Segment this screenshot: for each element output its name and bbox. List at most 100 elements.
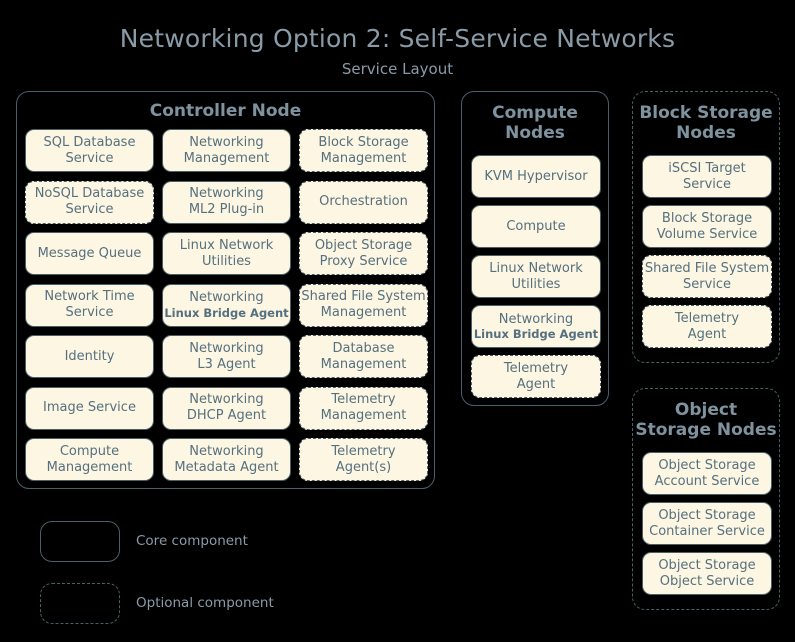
service-box[interactable]: Compute <box>471 205 601 248</box>
service-box-line2: Service <box>682 176 732 192</box>
legend-core-label: Core component <box>136 533 248 549</box>
service-box-line2: DHCP Agent <box>186 408 267 423</box>
service-box-line2: Utilities <box>511 276 561 292</box>
object-storage-nodes-title-line1: Object <box>674 400 738 420</box>
service-box-line2: Management <box>320 150 407 166</box>
service-box-line1: Networking <box>189 290 264 306</box>
service-box-line1: Compute <box>506 218 566 234</box>
service-box[interactable]: Message Queue <box>25 232 154 275</box>
service-box-line1: Object Storage <box>658 507 756 523</box>
service-box-line1: Networking <box>498 311 574 327</box>
service-box-line2: ML2 Plug-in <box>188 202 265 217</box>
service-box-line1: SQL Database <box>43 134 136 150</box>
service-box-line2: Management <box>183 150 270 166</box>
service-box-line2: Agent <box>687 326 727 342</box>
service-box-line1: Message Queue <box>37 245 142 261</box>
service-box-line2: Object Service <box>659 573 755 589</box>
service-box-line1: Network Time <box>44 289 135 305</box>
service-box-line1: Linux Network <box>179 237 274 253</box>
service-box-line2: Service <box>65 202 114 217</box>
service-box-line1: Shared File System <box>301 289 426 305</box>
service-box-line1: Block Storage <box>318 134 409 150</box>
service-box-line1: Networking <box>189 134 264 150</box>
service-box-line1: Telemetry <box>674 310 740 326</box>
compute-nodes-title: Compute Nodes <box>462 103 608 143</box>
compute-nodes-title-line2: Nodes <box>505 123 565 144</box>
service-box-line2: Linux Bridge Agent <box>473 327 599 342</box>
service-box-line1: Compute <box>59 443 120 459</box>
service-box[interactable]: Image Service <box>25 386 154 430</box>
service-box-line2: Account Service <box>654 473 760 489</box>
service-box-line2: Service <box>682 276 732 292</box>
service-box-line1: Linux Network <box>489 260 583 276</box>
service-box-line1: Telemetry <box>503 360 569 376</box>
service-box-line1: Telemetry <box>331 392 396 408</box>
block-storage-nodes-title-line2: Nodes <box>676 123 736 144</box>
object-storage-nodes-title: Object Storage Nodes <box>633 400 779 440</box>
service-box-line1: Identity <box>64 348 115 364</box>
service-box-line1: Block Storage <box>661 210 753 226</box>
service-box-line2: Management <box>320 408 407 423</box>
service-box-line1: Networking <box>189 340 264 356</box>
controller-node-title: Controller Node <box>149 101 302 121</box>
legend-optional-label: Optional component <box>136 595 274 611</box>
service-box-line2: Utilities <box>202 253 251 269</box>
service-box-line1: Object Storage <box>658 457 756 473</box>
service-box-line2: Agent(s) <box>335 459 392 475</box>
service-box-line2: Service <box>65 150 114 166</box>
service-box-line1: Object Storage <box>314 237 413 253</box>
service-box[interactable]: KVM Hypervisor <box>471 155 601 198</box>
service-box-line2: Management <box>320 305 407 320</box>
diagram-subtitle: Service Layout <box>341 60 454 78</box>
service-box-line2: Service <box>65 305 114 320</box>
service-box-line2: Container Service <box>649 523 765 539</box>
service-box-line2: Metadata Agent <box>174 459 279 475</box>
service-box-line1: Orchestration <box>319 194 408 210</box>
service-box-line1: iSCSI Target <box>668 160 746 176</box>
service-box-line1: Networking <box>189 392 264 408</box>
block-storage-nodes-title: Block Storage Nodes <box>633 103 779 143</box>
service-box-line2: Proxy Service <box>319 253 408 269</box>
service-box-line1: Shared File System <box>644 260 770 276</box>
service-box-line2: Management <box>320 356 407 372</box>
service-box-line2: Linux Bridge Agent <box>164 305 289 320</box>
object-storage-nodes-title-line2: Storage Nodes <box>635 420 777 441</box>
service-box[interactable]: Identity <box>25 335 154 378</box>
service-box[interactable]: Orchestration <box>299 180 428 224</box>
service-box-line1: KVM Hypervisor <box>484 168 588 184</box>
compute-nodes-title-line1: Compute <box>492 103 578 123</box>
block-storage-nodes-title-line1: Block Storage <box>639 103 773 123</box>
legend-optional-swatch <box>40 583 120 624</box>
